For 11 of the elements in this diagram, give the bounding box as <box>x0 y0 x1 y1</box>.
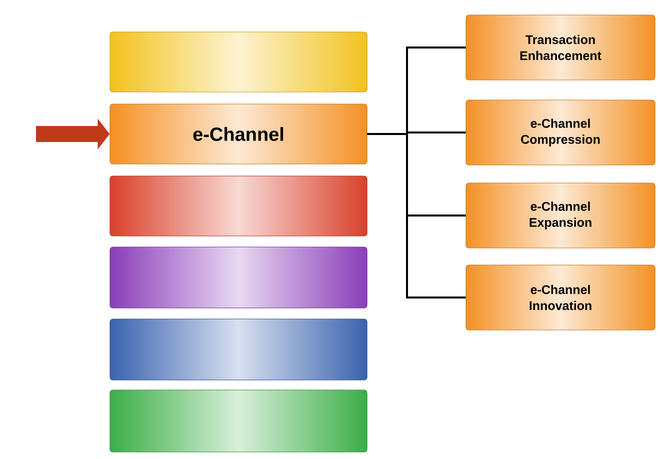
empty-box <box>110 390 368 452</box>
connector-line <box>367 133 466 298</box>
process-box: e-Channel Innovation <box>466 264 656 330</box>
empty-box <box>110 32 368 92</box>
process-box: e-Channel Expansion <box>466 182 656 248</box>
process-box: e-Channel Compression <box>466 100 656 166</box>
process-box: Transaction Enhancement <box>466 14 656 80</box>
empty-box <box>110 176 368 236</box>
process-box: e-Channel <box>110 104 368 164</box>
empty-box <box>110 246 368 308</box>
empty-box <box>110 318 368 380</box>
